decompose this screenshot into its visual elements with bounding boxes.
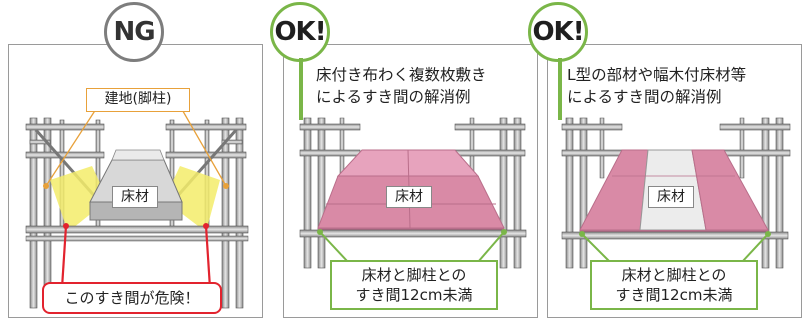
ok-badge-1: OK! [270,2,330,62]
ng-gap-left [50,166,108,232]
ng-gap-right [164,166,220,232]
ok2-accent-bar [558,58,562,120]
ok1-description: 床付き布わく複数枚敷き によるすき間の解消例 [316,66,487,106]
danger-callout: このすき間が危険！ [42,282,222,314]
ok1-gap-note: 床材と脚柱との すき間12cm未満 [330,260,498,310]
ok2-floor-label: 床材 [648,186,694,208]
pillar-label: 建地(脚柱) [86,88,190,112]
ok1-floor-label: 床材 [386,186,432,208]
ok2-gap-note: 床材と脚柱との すき間12cm未満 [590,260,758,310]
ng-floor-label: 床材 [112,186,158,208]
ok1-accent-bar [299,58,303,120]
ok-badge-2: OK! [528,2,588,62]
ok2-description: L型の部材や幅木付床材等 によるすき間の解消例 [567,66,747,106]
ng-badge: NG [104,2,164,62]
